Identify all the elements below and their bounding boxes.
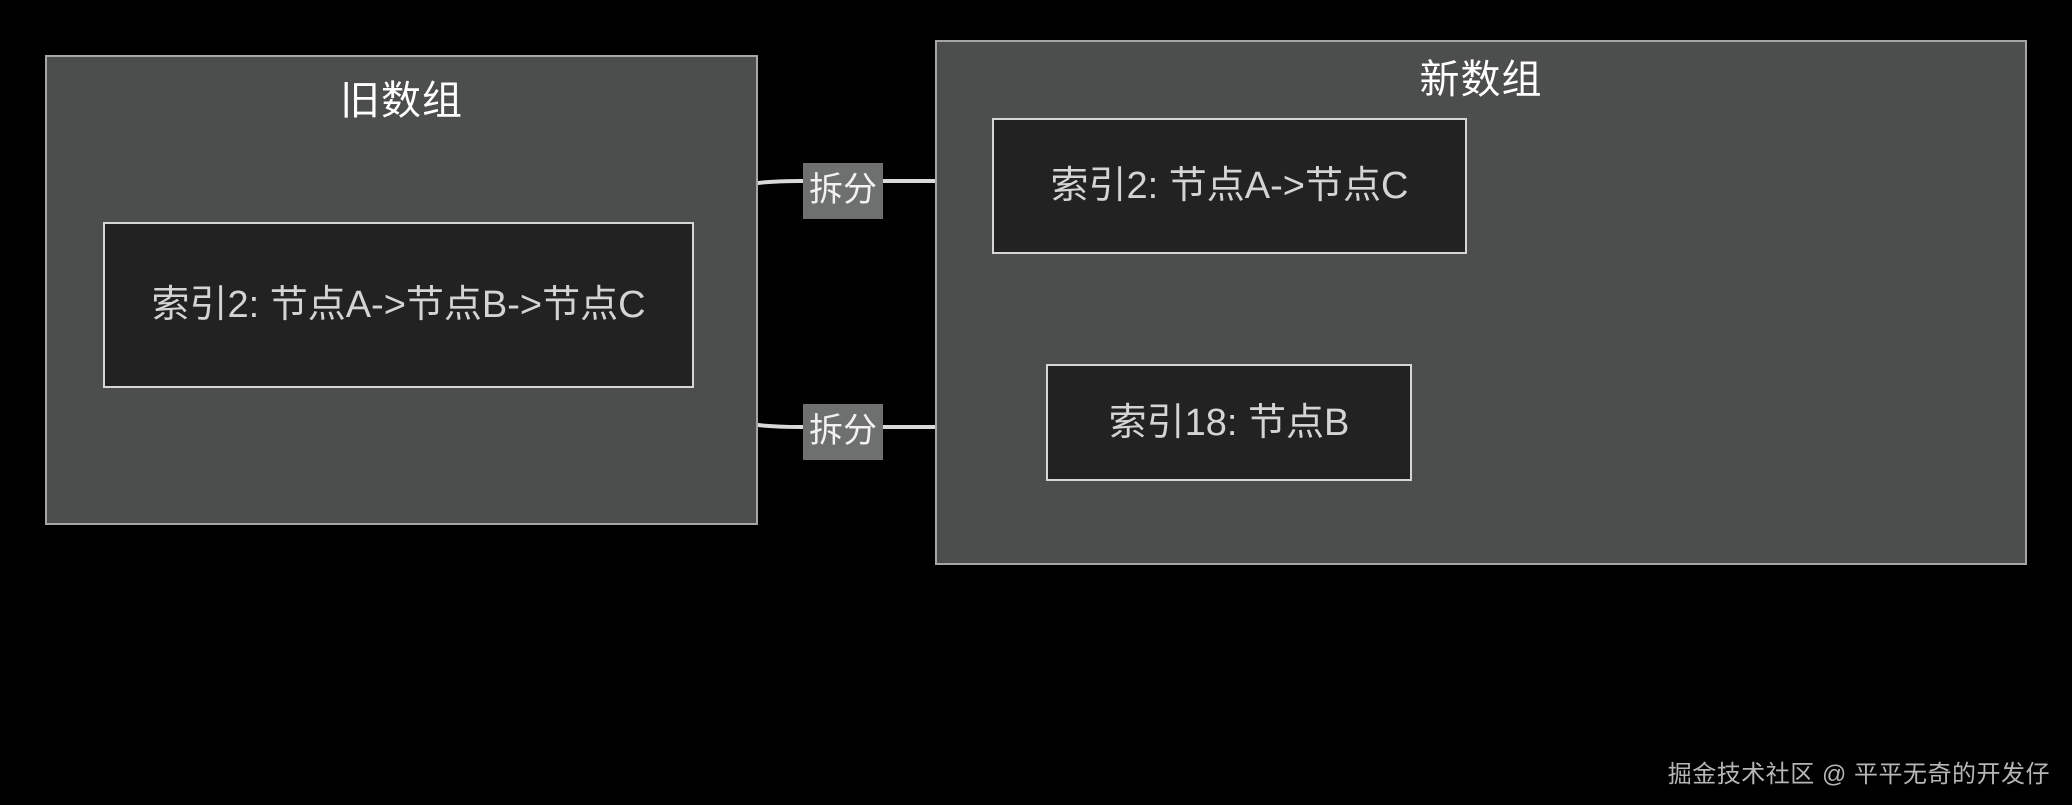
node-old-index2[interactable]: 索引2: 节点A->节点B->节点C: [103, 222, 694, 388]
panel-new-array-title: 新数组: [1419, 58, 1543, 102]
panel-old-array-title: 旧数组: [340, 79, 463, 123]
node-new-index2[interactable]: 索引2: 节点A->节点C: [992, 118, 1467, 254]
node-new-index2-label: 索引2: 节点A->节点C: [1050, 165, 1409, 207]
edge-label-split-bottom: 拆分: [803, 404, 883, 460]
watermark: 掘金技术社区 @ 平平无奇的开发仔: [1667, 761, 2050, 788]
edge-label-split-top: 拆分: [803, 163, 883, 219]
node-new-index18-label: 索引18: 节点B: [1108, 401, 1350, 444]
node-new-index18[interactable]: 索引18: 节点B: [1046, 364, 1412, 481]
node-old-index2-label: 索引2: 节点A->节点B->节点C: [151, 284, 646, 326]
